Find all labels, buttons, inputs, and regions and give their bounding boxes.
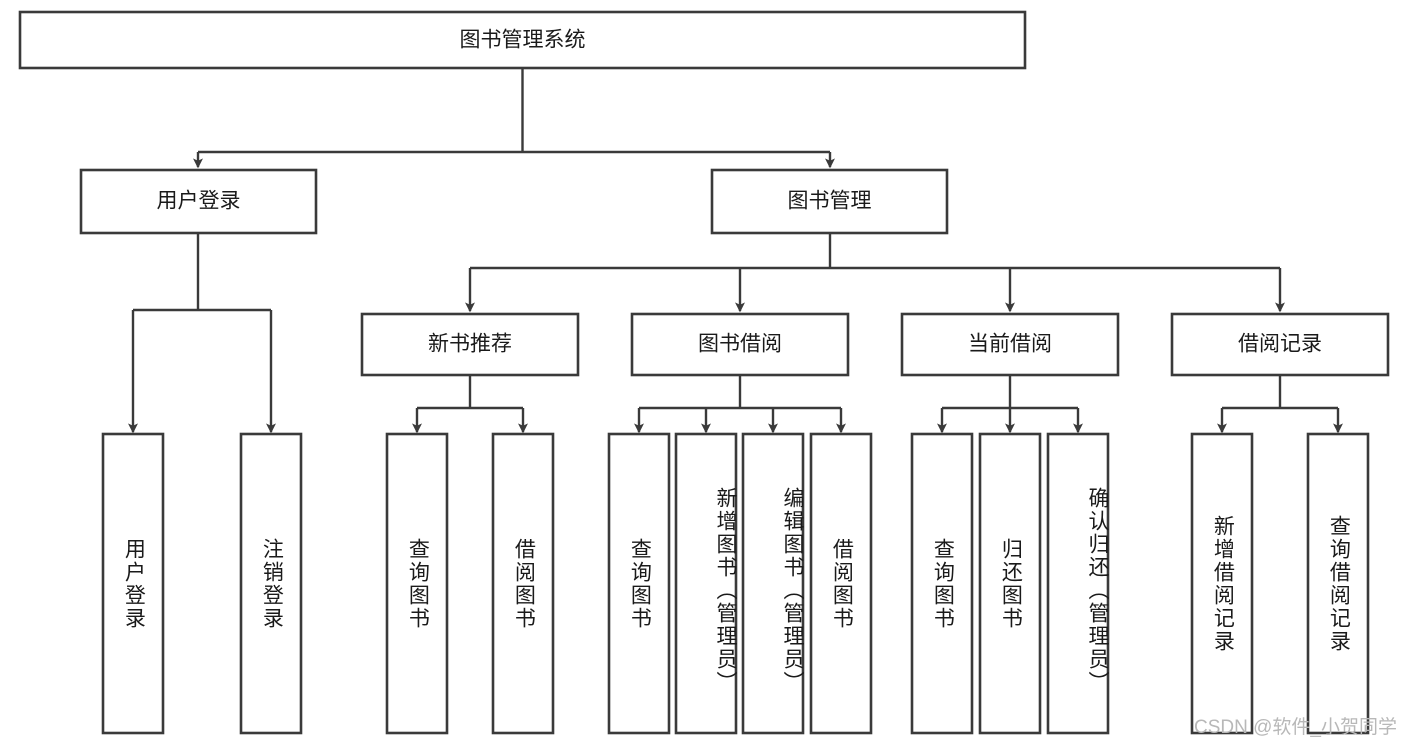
connector-group-root [193,68,835,169]
connector-group-book-mgmt [465,233,1285,313]
node-box-leaf-new-book-2[interactable] [491,432,555,735]
node-box-user-login[interactable] [79,168,318,235]
node-box-leaf-borrow-records-1[interactable] [1190,432,1254,735]
node-label-borrow-records: 借阅记录 [1238,333,1322,356]
node-box-book-borrow[interactable] [630,312,850,377]
node-box-leaf-book-borrow-1[interactable] [607,432,671,735]
node-box-leaf-current-borrow-2[interactable] [978,432,1042,735]
connector-group-borrow-records [1217,375,1343,434]
node-box-leaf-book-borrow-3[interactable] [741,432,805,735]
node-label-current-borrow: 当前借阅 [968,333,1052,356]
node-box-leaf-current-borrow-3[interactable] [1046,432,1110,735]
node-box-new-book-recommend[interactable] [360,312,580,377]
node-box-book-management[interactable] [710,168,949,235]
node-box-leaf-book-borrow-4[interactable] [809,432,873,735]
node-box-leaf-borrow-records-2[interactable] [1306,432,1370,735]
node-box-borrow-records[interactable] [1170,312,1390,377]
node-label-root: 图书管理系统 [460,29,586,52]
connector-group-book-borrow [634,375,846,434]
node-label-new-book-recommend: 新书推荐 [428,333,512,356]
node-box-leaf-new-book-1[interactable] [385,432,449,735]
node-box-leaf-book-borrow-2[interactable] [674,432,738,735]
node-box-leaf-user-login-1[interactable] [101,432,165,735]
connector-group-current-borrow [937,375,1083,434]
node-box-current-borrow[interactable] [900,312,1120,377]
node-label-book-management: 图书管理 [788,190,872,213]
node-label-book-borrow: 图书借阅 [698,333,782,356]
node-box-root[interactable] [18,10,1027,70]
node-label-user-login: 用户登录 [157,190,241,213]
connector-group-new-book [412,375,528,434]
watermark-text: CSDN @软件_小贺同学 [1194,717,1397,738]
node-box-leaf-current-borrow-1[interactable] [910,432,974,735]
node-box-leaf-user-login-2[interactable] [239,432,303,735]
connector-group-user-login [128,233,276,434]
